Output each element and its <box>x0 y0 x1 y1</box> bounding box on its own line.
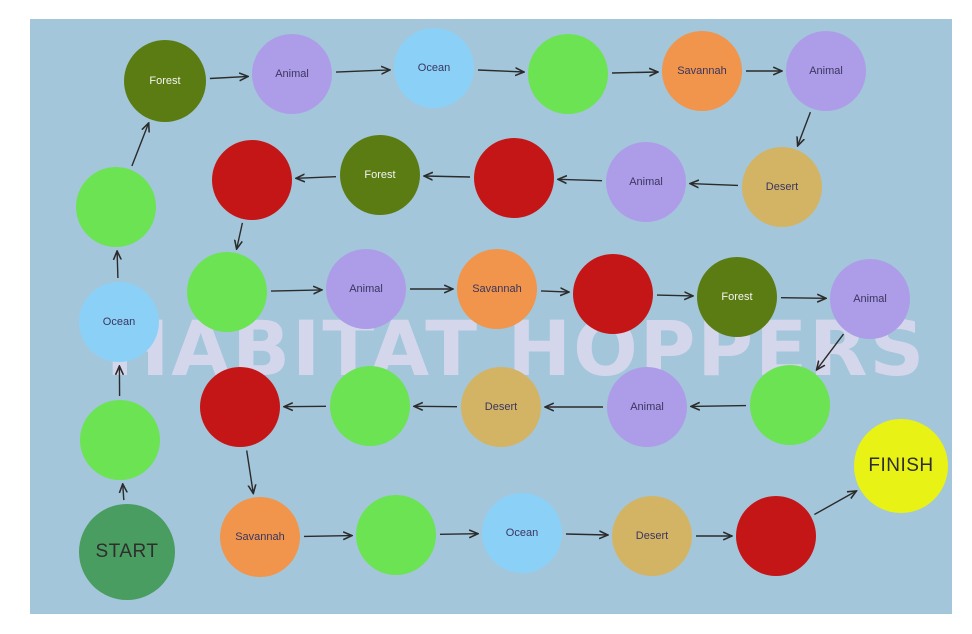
space-label: Animal <box>630 401 664 413</box>
space-label: START <box>95 541 159 562</box>
board-space-savannah[interactable]: Savannah <box>220 497 300 577</box>
board-space-grass[interactable] <box>76 167 156 247</box>
space-label: Animal <box>853 293 887 305</box>
board-space-grass[interactable] <box>80 400 160 480</box>
finish-space[interactable]: FINISH <box>854 419 948 513</box>
space-label: Forest <box>721 291 753 303</box>
board-space-desert[interactable]: Desert <box>612 496 692 576</box>
space-label: Ocean <box>102 316 136 328</box>
board-space-animal[interactable]: Animal <box>786 31 866 111</box>
board-space-animal[interactable]: Animal <box>606 142 686 222</box>
board-space-animal[interactable]: Animal <box>252 34 332 114</box>
board-space-ocean[interactable]: Ocean <box>482 493 562 573</box>
board-space-red[interactable] <box>474 138 554 218</box>
board-space-grass[interactable] <box>187 252 267 332</box>
space-label: Ocean <box>417 62 451 74</box>
board-space-grass[interactable] <box>356 495 436 575</box>
board-space-ocean[interactable]: Ocean <box>394 28 474 108</box>
board-space-red[interactable] <box>573 254 653 334</box>
board-space-grass[interactable] <box>750 365 830 445</box>
space-label: Desert <box>635 530 669 542</box>
board-space-forest[interactable]: Forest <box>340 135 420 215</box>
space-label: Savannah <box>235 531 285 543</box>
space-label: Desert <box>484 401 518 413</box>
board-space-forest[interactable]: Forest <box>697 257 777 337</box>
space-label: Forest <box>149 75 181 87</box>
board-space-red[interactable] <box>736 496 816 576</box>
board-space-red[interactable] <box>200 367 280 447</box>
board-space-savannah[interactable]: Savannah <box>662 31 742 111</box>
board-space-grass[interactable] <box>330 366 410 446</box>
board-space-animal[interactable]: Animal <box>326 249 406 329</box>
space-label: Animal <box>349 283 383 295</box>
board-space-animal[interactable]: Animal <box>607 367 687 447</box>
space-label: Animal <box>629 176 663 188</box>
board-space-ocean[interactable]: Ocean <box>79 282 159 362</box>
space-label: Desert <box>765 181 799 193</box>
board-space-animal[interactable]: Animal <box>830 259 910 339</box>
board-space-savannah[interactable]: Savannah <box>457 249 537 329</box>
board-space-forest[interactable]: Forest <box>124 40 206 122</box>
board-space-desert[interactable]: Desert <box>742 147 822 227</box>
board-space-grass[interactable] <box>528 34 608 114</box>
space-label: Ocean <box>505 527 539 539</box>
space-label: FINISH <box>868 455 934 476</box>
board-space-desert[interactable]: Desert <box>461 367 541 447</box>
board-space-red[interactable] <box>212 140 292 220</box>
space-label: Animal <box>275 68 309 80</box>
start-space[interactable]: START <box>79 504 175 600</box>
space-label: Savannah <box>472 283 522 295</box>
space-label: Savannah <box>677 65 727 77</box>
space-label: Forest <box>364 169 396 181</box>
space-label: Animal <box>809 65 843 77</box>
